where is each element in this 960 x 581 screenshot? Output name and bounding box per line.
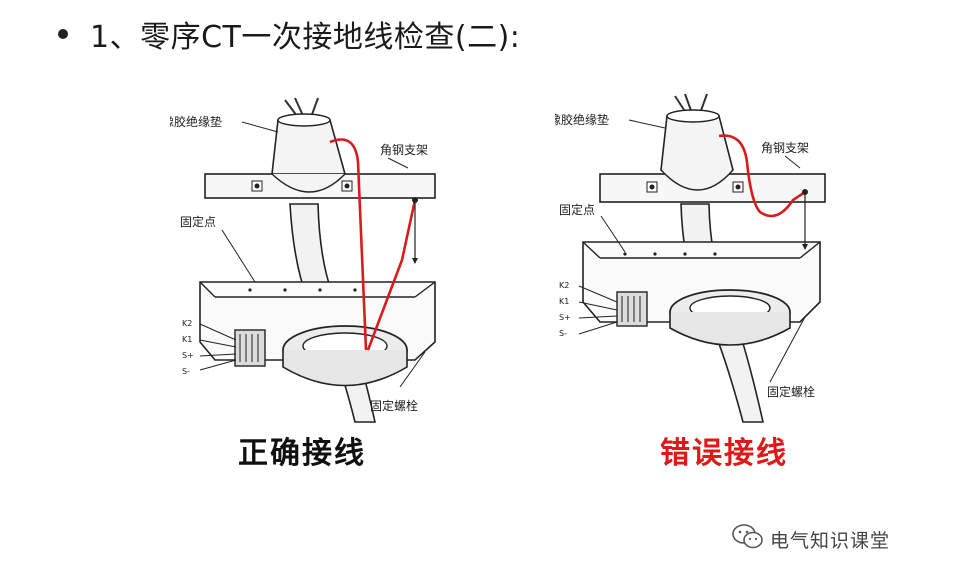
label-fixing-point: 固定点	[559, 202, 595, 217]
watermark-text: 电气知识课堂	[770, 529, 891, 552]
label-k1: K1	[559, 297, 569, 306]
label-fixing-bolt: 固定螺栓	[370, 398, 418, 413]
ground-wire	[718, 134, 806, 218]
title-row: 1、零序CT一次接地线检查(二):	[58, 12, 520, 56]
caption-correct-wiring: 正确接线	[238, 436, 366, 471]
label-k1: K1	[182, 335, 192, 344]
label-k2: K2	[182, 319, 192, 328]
label-angle-bracket: 角钢支架	[761, 141, 809, 155]
wrong-wiring-diagram: 橡胶绝缘垫 角钢支架 固定点 固定螺栓 K2 K1 S+ S-	[555, 92, 855, 432]
bullet-point	[58, 29, 68, 39]
caption-wrong-wiring: 错误接线	[660, 436, 788, 471]
page-title: 1、零序CT一次接地线检查(二):	[90, 20, 521, 55]
label-s-plus: S+	[182, 351, 194, 360]
ground-wire	[329, 138, 417, 351]
label-s-minus: S-	[559, 329, 567, 338]
label-rubber-pad: 橡胶绝缘垫	[555, 112, 609, 127]
watermark: 电气知识课堂	[732, 523, 890, 555]
correct-wiring-diagram: 橡胶绝缘垫 角钢支架 固定点 固定螺栓 K2 K1 S+ S-	[170, 92, 470, 432]
label-s-plus: S+	[559, 313, 571, 322]
label-angle-bracket: 角钢支架	[380, 143, 428, 157]
rubber-insulation-pad	[660, 115, 734, 180]
wechat-icon	[732, 523, 764, 555]
label-fixing-point: 固定点	[180, 214, 216, 229]
label-rubber-pad: 橡胶绝缘垫	[170, 114, 222, 129]
label-fixing-bolt: 固定螺栓	[767, 384, 815, 399]
label-s-minus: S-	[182, 367, 190, 376]
label-k2: K2	[559, 281, 569, 290]
